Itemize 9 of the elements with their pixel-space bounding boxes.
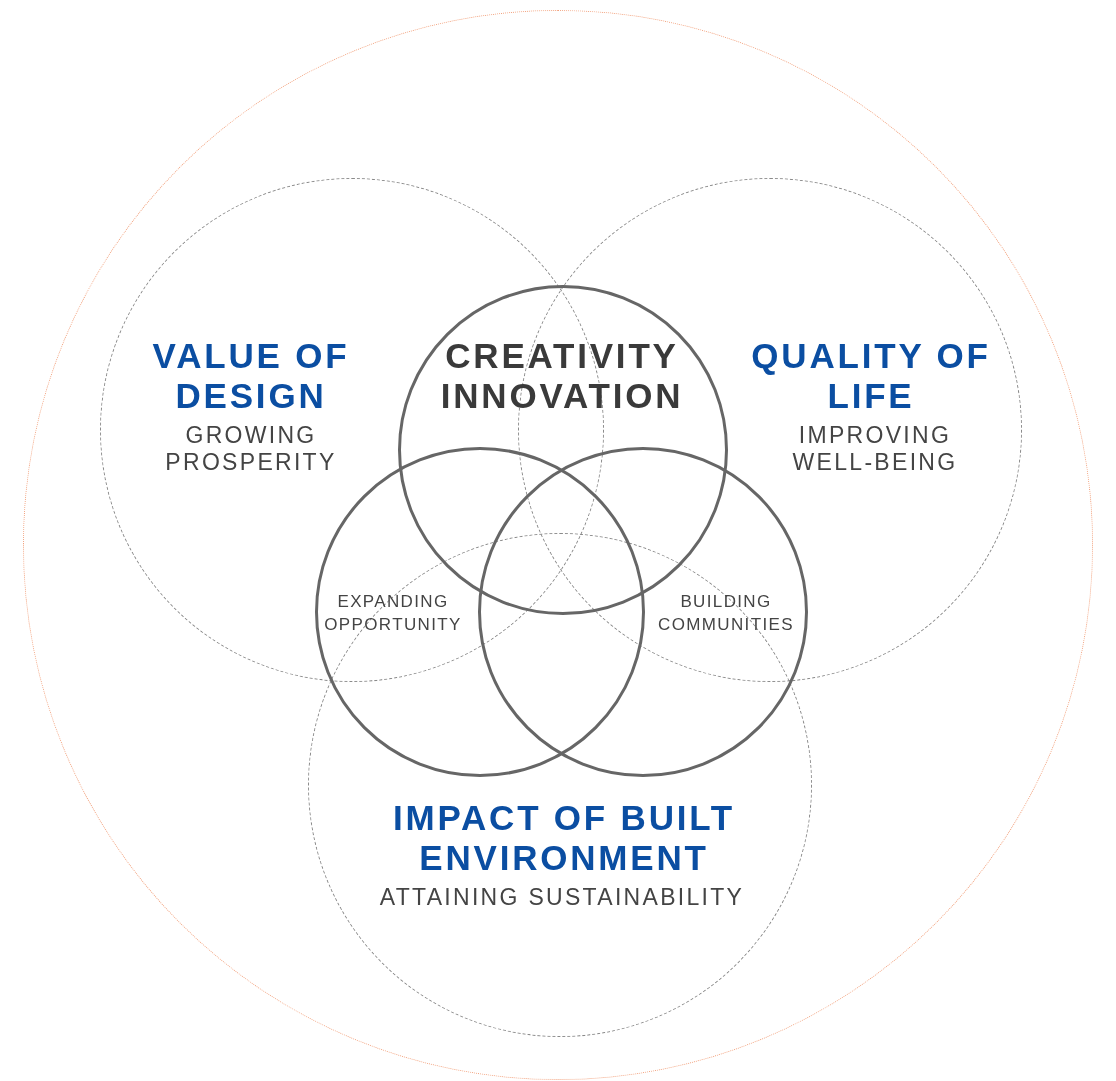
circle-subtitle: ATTAINING SUSTAINABILITY: [378, 884, 746, 911]
circle-title: IMPACT OF BUILT ENVIRONMENT: [391, 798, 736, 878]
circle-title: CREATIVITY INNOVATION: [439, 336, 685, 416]
circle-title: QUALITY OF LIFE: [750, 336, 992, 416]
circle-title: EXPANDING OPPORTUNITY: [323, 591, 463, 636]
circle-subtitle: GROWING PROSPERITY: [164, 422, 338, 476]
circle-title: BUILDING COMMUNITIES: [657, 591, 795, 636]
circle-title: VALUE OF DESIGN: [151, 336, 351, 416]
circle-subtitle: IMPROVING WELL-BEING: [791, 422, 959, 476]
